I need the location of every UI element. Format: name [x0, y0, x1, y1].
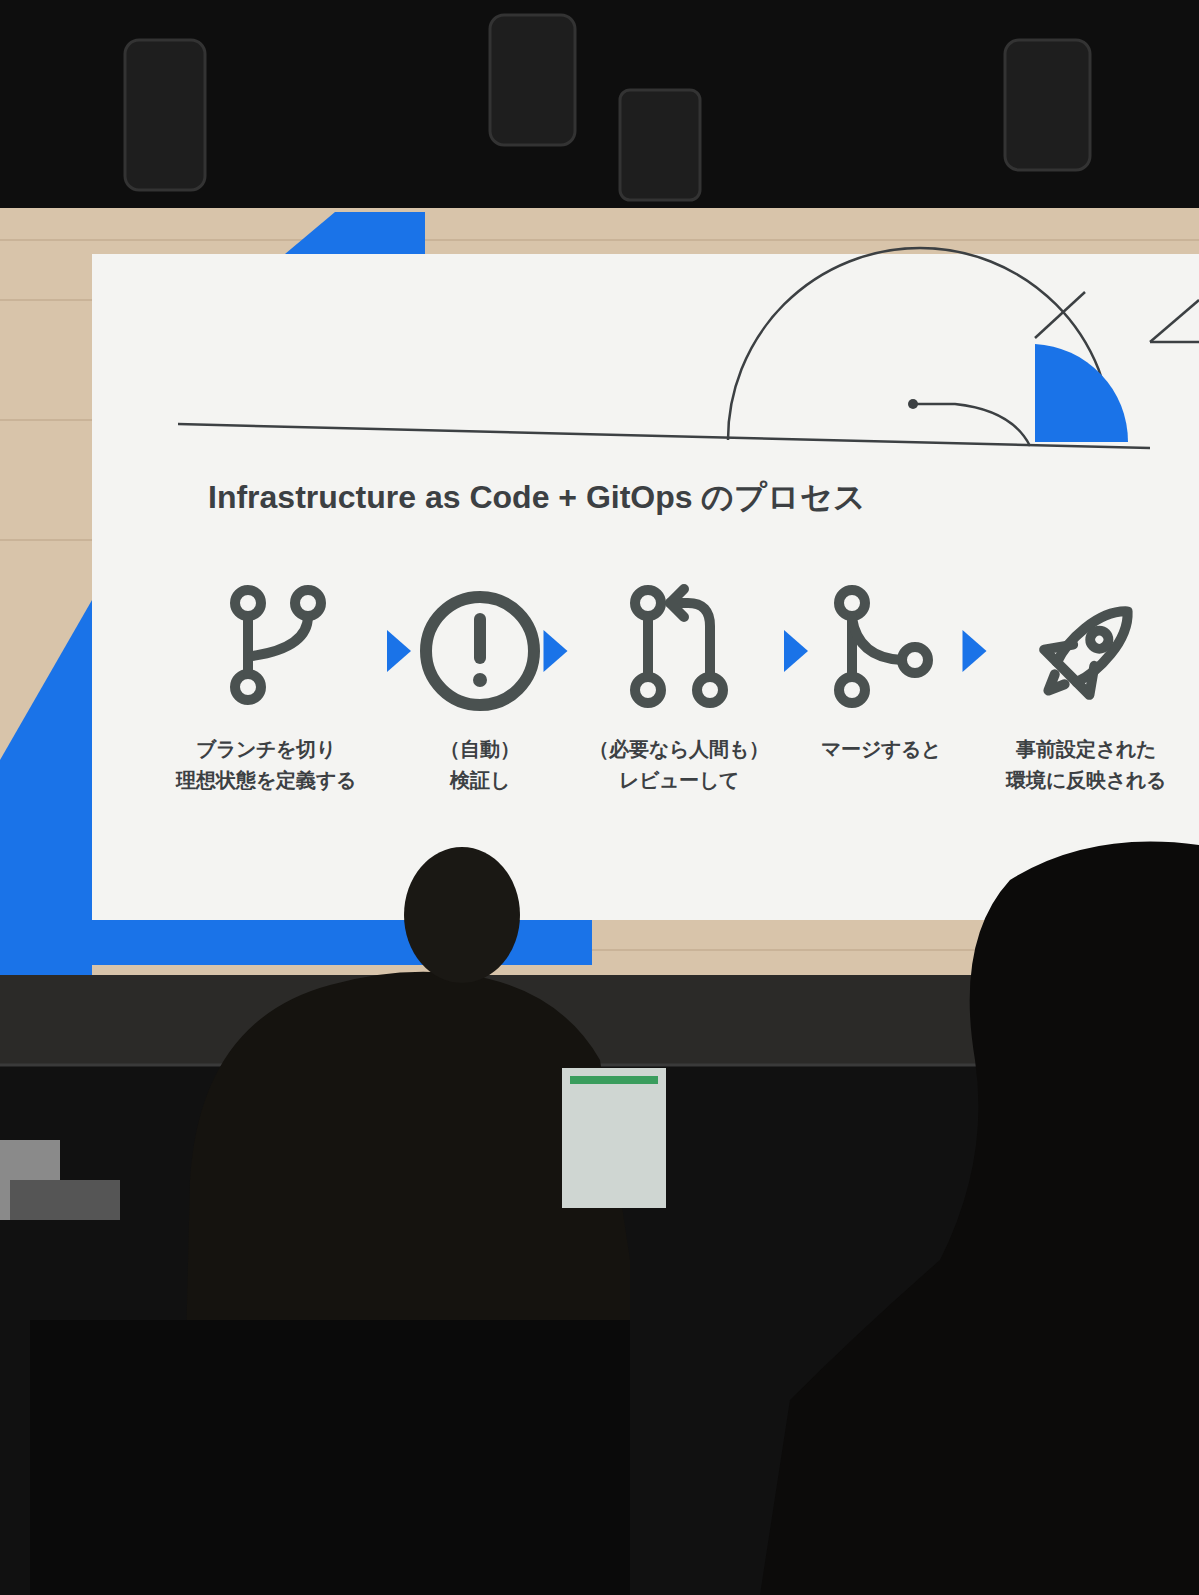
blue-wedge: [1035, 344, 1128, 442]
step-label: 事前設定された 環境に反映される: [1006, 734, 1166, 796]
process-step: ブランチを切り 理想状態を定義する: [170, 580, 362, 802]
laptop-screen: [562, 1068, 666, 1208]
merge-icon: [839, 590, 928, 703]
deco-dot: [908, 399, 918, 409]
rule-line: [178, 424, 1150, 448]
icon-part: [670, 589, 684, 617]
chair-silhouette: [30, 1320, 630, 1595]
step-icons: [235, 589, 1150, 713]
icon-part: [426, 597, 534, 705]
stage-light: [125, 40, 205, 190]
blue-shape: [0, 600, 92, 975]
step-arrow: [544, 630, 568, 672]
grain-line: [0, 419, 92, 421]
icon-part: [243, 616, 253, 674]
wood-panel: [0, 208, 1199, 975]
icon-part: [1044, 633, 1074, 663]
wood-grain: [0, 240, 1199, 950]
audience-head: [404, 847, 520, 983]
grain-line: [0, 299, 92, 301]
pull-request-icon: [635, 589, 723, 703]
slide-card: [92, 254, 1199, 920]
step-arrow: [963, 630, 987, 672]
process-step: （必要なら人間も） レビューして: [583, 580, 775, 802]
icon-part: [252, 616, 308, 656]
deco-line: [1150, 300, 1199, 342]
icon-part: [1043, 674, 1064, 695]
slide-decoration: [178, 248, 1199, 448]
notebook: [10, 1180, 120, 1220]
icon-part: [1087, 627, 1112, 652]
icon-part: [852, 618, 902, 660]
deco-line: [1035, 292, 1085, 338]
deco-line: [1150, 341, 1199, 344]
stage-light: [490, 15, 575, 145]
slide-title: Infrastructure as Code + GitOps のプロセス: [208, 476, 866, 520]
stage-lights: [125, 15, 1090, 200]
laptop-toolbar: [570, 1076, 658, 1084]
step-label: ブランチを切り 理想状態を定義する: [176, 734, 356, 796]
icon-part: [643, 616, 653, 677]
step-arrow: [387, 630, 411, 672]
step-label: （必要なら人間も） レビューして: [589, 734, 769, 796]
step-arrow: [784, 630, 808, 672]
grain-line: [0, 539, 92, 541]
icon-part: [476, 676, 484, 684]
rocket-icon: [1026, 589, 1150, 713]
arc-line: [913, 404, 1030, 446]
ceiling: [0, 0, 1199, 210]
process-step: （自動）検証し: [434, 580, 526, 802]
alert-icon: [426, 597, 534, 705]
stage-light: [1005, 40, 1090, 170]
process-step: 事前設定された 環境に反映される: [1000, 580, 1172, 802]
icon-part: [1077, 665, 1107, 695]
step-label: （自動）検証し: [440, 734, 520, 796]
icon-part: [474, 619, 486, 658]
process-step: マージすると: [815, 580, 947, 771]
branch-icon: [235, 590, 321, 700]
blue-shape: [285, 212, 425, 254]
audience-silhouette: [760, 842, 1199, 1595]
grain-line: [0, 239, 1199, 241]
stage-light: [620, 90, 700, 200]
step-label: マージすると: [821, 734, 941, 765]
